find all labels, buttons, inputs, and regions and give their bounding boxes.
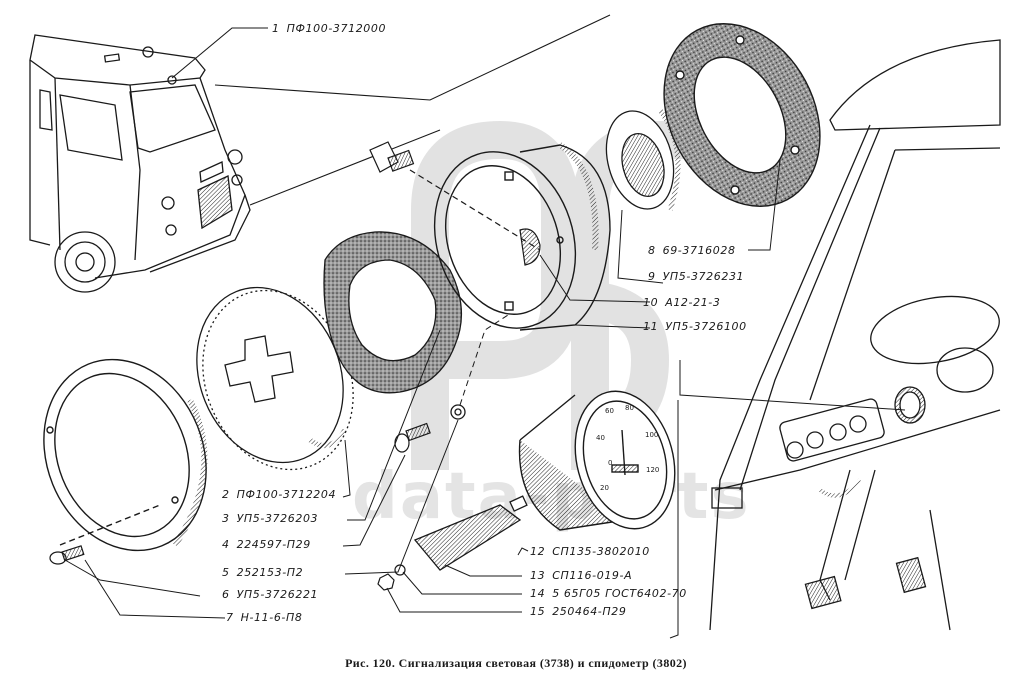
housing-part-11 [433,142,611,331]
callout-number: 9 [648,270,656,283]
part-number: ПФ100-3712204 [236,488,337,501]
screw-part-7 [49,545,85,565]
callout-number: 12 [530,545,546,558]
callout-8: 8 69-3716028 [648,244,736,257]
part-number: УП5-3726100 [665,320,747,333]
callout-9: 9 УП5-3726231 [648,270,744,283]
leader-lines [64,159,781,619]
gasket-part-8 [663,23,821,207]
gasket-part-3 [323,231,463,394]
part-number: 69-3716028 [662,244,736,257]
dial-mark-120: 120 [646,466,659,474]
part-number: 5 65Г05 ГОСТ6402-70 [552,587,687,600]
screw-part-4 [394,422,431,453]
part-number: 224597-П29 [236,538,311,551]
callout-number: 5 [222,566,230,579]
callout-11: 11 УП5-3726100 [643,320,747,333]
part-number: 250464-П29 [552,605,627,618]
vehicle-illustration [29,34,251,293]
part-number: УП5-3726231 [662,270,745,283]
part-number: А12-21-3 [665,296,721,309]
cable-part-13 [413,495,528,571]
callout-number: 1 [272,22,280,35]
callout-number: 15 [530,605,546,618]
rim-part-6 [43,358,208,552]
callout-number: 6 [222,588,230,601]
callout-15: 15 250464-П29 [530,605,626,618]
callout-2: 2 ПФ100-3712204 [222,488,336,501]
callout-13: 13 СП116-019-А [530,569,632,582]
callout-7: 7 Н-11-6-П8 [226,611,302,624]
callout-12: 12 СП135-3802010 [530,545,650,558]
callout-3: 3 УП5-3726203 [222,512,318,525]
dial-mark-80: 80 [625,404,634,412]
part-number: Н-11-6-П8 [240,611,303,624]
speedometer-part-12 [518,390,676,531]
callout-number: 14 [530,587,546,600]
speedometer-dial-labels: 20 0 40 60 80 100 120 [596,404,659,492]
callout-number: 3 [222,512,230,525]
callout-1: 1 ПФ100-3712000 [272,22,386,35]
dial-mark-100: 100 [645,431,658,439]
part-number: СП135-3802010 [552,545,650,558]
cab-interior-illustration [709,39,1001,631]
part-number: СП116-019-А [552,569,633,582]
callout-number: 2 [222,488,230,501]
figure-caption: Рис. 120. Сигнализация световая (3738) и… [345,656,687,670]
part-number: УП5-3726221 [236,588,319,601]
part-number: УП5-3726203 [236,512,319,525]
callout-number: 13 [530,569,546,582]
callout-14: 14 5 65Г05 ГОСТ6402-70 [530,587,687,600]
part-number: ПФ100-3712000 [286,22,387,35]
reflector-part-9 [605,108,681,211]
callout-number: 10 [643,296,659,309]
callout-number: 7 [226,611,234,624]
callout-4: 4 224597-П29 [222,538,311,551]
callout-6: 6 УП5-3726221 [222,588,318,601]
dial-mark-0: 0 [608,459,612,467]
callout-number: 8 [648,244,656,257]
dial-mark-60: 60 [605,407,614,415]
washer-part-5 [450,404,466,420]
part-number: 252153-П2 [236,566,304,579]
callout-5: 5 252153-П2 [222,566,303,579]
nut-part-15 [377,573,395,591]
callout-number: 11 [643,320,659,333]
bulb-part-10 [369,141,541,266]
callout-number: 4 [222,538,230,551]
callout-10: 10 А12-21-3 [643,296,720,309]
dial-mark-40: 40 [596,434,605,442]
dial-mark-20: 20 [600,484,609,492]
